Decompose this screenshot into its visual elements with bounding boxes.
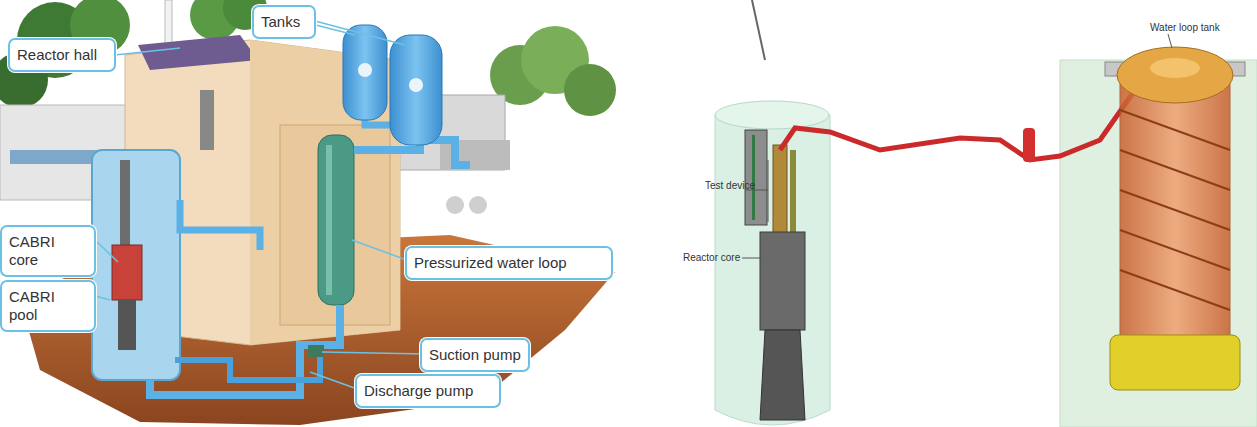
callout-text: CABRI core: [9, 233, 87, 269]
callout-leader-lines: [95, 21, 426, 390]
callout-text: Pressurized water loop: [414, 254, 604, 272]
callout-text: Suction pump: [429, 346, 521, 364]
part-label: Water loop tank: [1150, 22, 1220, 34]
callout-box: Discharge pump: [355, 374, 501, 408]
part-label: Test device: [705, 180, 755, 192]
facility-cutaway: [0, 0, 616, 425]
reactor-3d-view: [715, 0, 1257, 427]
callout-box: Reactor hall: [8, 38, 116, 72]
callout-box: Pressurized water loop: [405, 246, 613, 280]
callout-box: Tanks: [252, 5, 316, 39]
callout-text: Reactor hall: [17, 46, 107, 64]
callout-text: Tanks: [261, 13, 307, 31]
callout-box: Suction pump: [420, 338, 530, 372]
callout-box: CABRI pool: [0, 280, 96, 332]
callout-box: CABRI core: [0, 225, 96, 277]
part-label: Reactor core: [683, 252, 740, 264]
callout-text: Discharge pump: [364, 382, 492, 400]
label-leader-lines: [742, 34, 1172, 258]
callout-text: CABRI pool: [9, 288, 87, 324]
